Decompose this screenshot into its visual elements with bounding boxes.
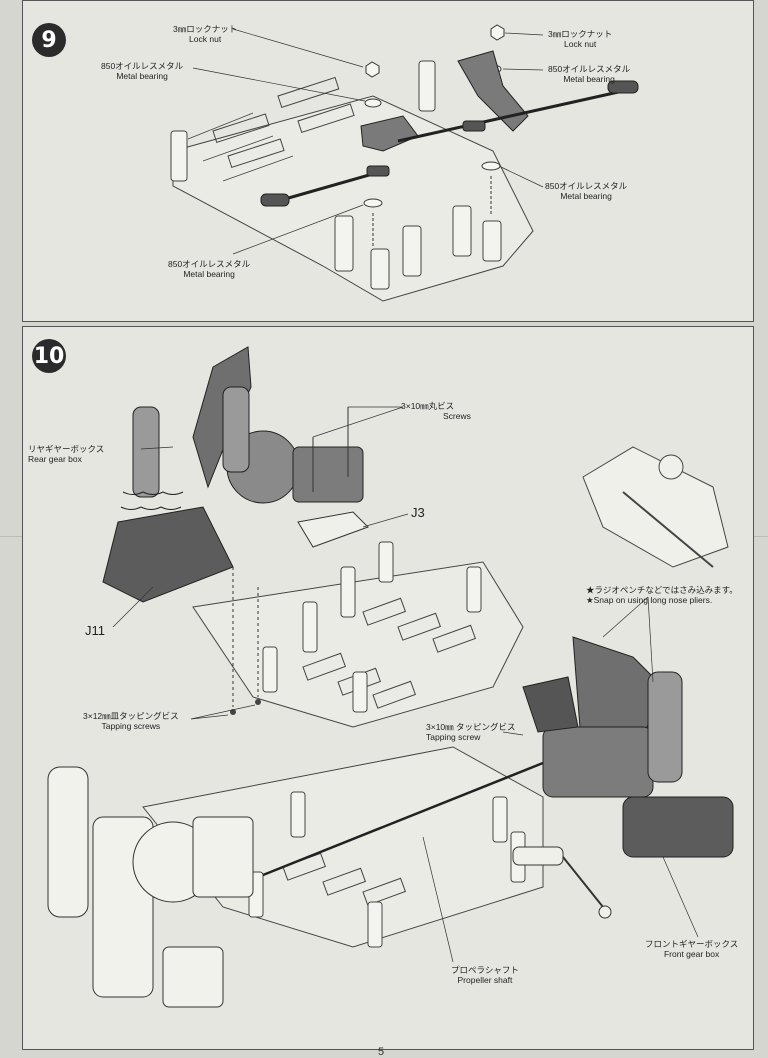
label-en: Rear gear box — [28, 454, 82, 464]
label-en: Propeller shaft — [457, 975, 513, 985]
label-snap-on: ★ラジオペンチなどではさみ込みます。 ★Snap on using long n… — [586, 585, 738, 605]
label-metal-bearing-top-left: 850オイルレスメタル Metal bearing — [101, 61, 183, 81]
label-en: Tapping screws — [101, 721, 161, 731]
label-jp: 850オイルレスメタル — [101, 61, 184, 71]
part-code-j3: J3 — [411, 505, 425, 520]
label-jp: 3×10㎜丸ビス — [401, 401, 455, 411]
label-en: Tapping screw — [426, 732, 481, 742]
label-en: Front gear box — [663, 949, 720, 959]
label-jp: 3×10㎜ タッピングビス — [426, 722, 516, 732]
label-front-gear-box: フロントギヤーボックス Front gear box — [645, 939, 738, 959]
label-en: Screws — [443, 411, 471, 421]
label-lock-nut-right: 3㎜ロックナット Lock nut — [548, 29, 612, 49]
label-jp: 850オイルレスメタル — [545, 181, 628, 191]
label-metal-bearing-bottom: 850オイルレスメタル Metal bearing — [168, 259, 250, 279]
label-jp: リヤギヤーボックス — [28, 444, 105, 454]
label-en: Metal bearing — [183, 269, 235, 279]
part-code-j11: J11 — [85, 623, 105, 638]
label-metal-bearing-mid-right: 850オイルレスメタル Metal bearing — [545, 181, 627, 201]
label-en: Lock nut — [189, 34, 222, 44]
step-9-number: 9 — [32, 23, 66, 57]
step-9-illustration — [170, 24, 639, 302]
label-jp: 850オイルレスメタル — [168, 259, 251, 269]
label-tapping-screw: 3×10㎜ タッピングビス Tapping screw — [426, 722, 516, 742]
page-number: 5 — [378, 1046, 385, 1058]
label-jp: 3㎜ロックナット — [173, 24, 238, 34]
label-tapping-screws: 3×12㎜皿タッピングビス Tapping screws — [83, 711, 179, 731]
label-rear-gear-box: リヤギヤーボックス Rear gear box — [28, 444, 104, 464]
label-jp: 3×12㎜皿タッピングビス — [83, 711, 179, 721]
label-en: Metal bearing — [563, 74, 615, 84]
label-en: ★Snap on using long nose pliers. — [586, 595, 713, 605]
step-9-panel: 9 — [22, 0, 754, 322]
label-jp: ★ラジオペンチなどではさみ込みます。 — [586, 585, 738, 595]
label-jp: 3㎜ロックナット — [548, 29, 613, 39]
step-10-illustration — [47, 346, 734, 1008]
step-10-number: 10 — [32, 339, 66, 373]
label-screws: 3×10㎜丸ビス Screws — [401, 401, 471, 421]
label-en: Metal bearing — [116, 71, 168, 81]
label-jp: 850オイルレスメタル — [548, 64, 631, 74]
label-metal-bearing-top-right: 850オイルレスメタル Metal bearing — [548, 64, 630, 84]
label-en: Lock nut — [564, 39, 597, 49]
label-propeller-shaft: プロペラシャフト Propeller shaft — [451, 965, 519, 985]
label-en: Metal bearing — [560, 191, 612, 201]
label-jp: フロントギヤーボックス — [645, 939, 739, 949]
step-10-panel: 10 — [22, 326, 754, 1050]
label-lock-nut-left: 3㎜ロックナット Lock nut — [173, 24, 237, 44]
label-jp: プロペラシャフト — [451, 965, 519, 975]
